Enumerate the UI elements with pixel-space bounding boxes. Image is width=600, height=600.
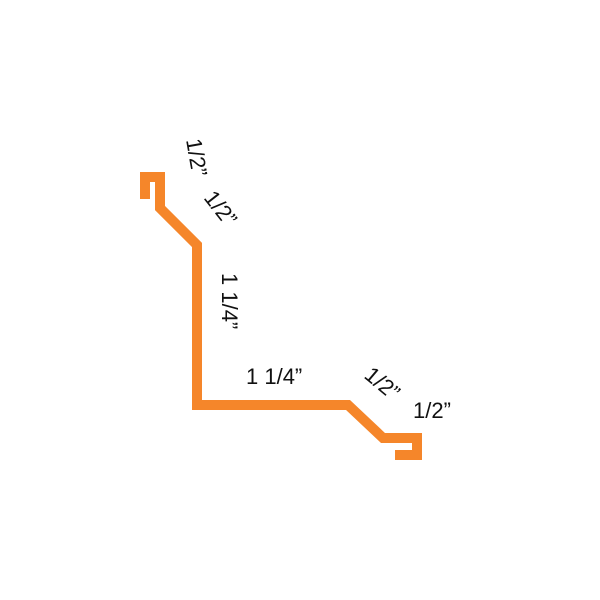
label-top-hook: 1/2”	[181, 137, 212, 179]
label-top-angle: 1/2”	[199, 186, 242, 231]
label-bottom-hook: 1/2”	[413, 398, 451, 423]
flashing-profile-path	[140, 172, 422, 460]
label-vertical-leg: 1 1/4”	[217, 273, 242, 329]
label-bottom-angle: 1/2”	[360, 362, 405, 406]
label-horizontal-leg: 1 1/4”	[246, 364, 302, 389]
